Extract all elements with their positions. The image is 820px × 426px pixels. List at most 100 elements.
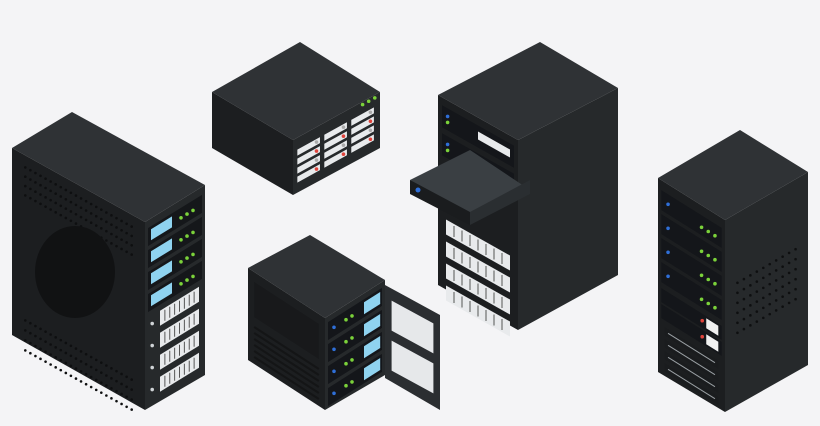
rack-server-with-open-tray [410,42,618,337]
vent-hole [100,371,103,374]
blade-slot [297,155,320,174]
vent-hole [79,370,83,373]
status-led-icon [185,234,189,238]
drive-label [706,334,719,352]
cabinet-server-open-door [248,235,440,410]
vent-hole [742,277,746,281]
vent-hole [64,351,68,355]
vent-hole [761,296,765,300]
vent-hole [120,402,123,406]
vent-hole [736,291,739,295]
status-led-icon [445,120,450,125]
vent-hole [44,186,47,190]
tray-led-icon [415,187,421,193]
vent-hole [130,225,133,228]
vent-hole [794,297,797,301]
vent-hole [29,351,32,355]
vent-hole [749,304,752,307]
status-led-icon [341,143,346,147]
vent-hole [94,388,98,392]
blade-chassis [212,42,380,195]
vent-hole [125,250,128,254]
vent-slat [253,350,320,394]
vent-hole [130,253,133,256]
vent-hole [781,255,784,258]
vent-hole [755,310,759,313]
vent-hole [39,202,42,206]
drive-screen [151,216,172,241]
status-led-icon [706,229,711,234]
vent-hole [781,285,784,288]
status-led-icon [191,252,195,257]
vent-hole [105,364,108,367]
server-unit [661,190,722,248]
vent-hole [130,408,133,411]
status-led-icon [314,167,319,171]
vent-hole [59,368,63,372]
vent-hole [89,385,93,389]
vent-hole [54,336,57,339]
vent-hole [110,223,113,226]
vent-hole [774,259,778,262]
vent-hole [39,347,42,351]
tower-server-with-fan [12,112,205,411]
vent-hole [120,372,123,376]
drive-label [478,131,510,158]
top-face [12,112,205,222]
vent-hole [39,193,42,196]
vent-hole [749,284,752,287]
vent-hole [115,369,118,373]
vent-hole [100,227,103,230]
vent-hole [84,199,88,203]
vent-hole [755,320,759,323]
vent-hole [115,399,118,403]
vent-hole [736,311,739,315]
vent-hole [130,243,133,247]
vent-hole [39,337,42,341]
vent-slat [253,338,320,382]
vent-hole [768,262,772,266]
status-led-icon [332,391,336,396]
vent-hole [105,374,108,377]
vent-hole [74,212,78,216]
vent-hole [120,392,123,396]
vent-hole [110,397,113,400]
vent-hole [749,274,752,277]
drive-screen [364,358,381,381]
vent-hole [105,239,108,242]
top-face [658,130,808,220]
vent-hole [74,222,78,225]
status-led-icon [713,305,717,310]
status-led-icon [150,321,154,326]
vent-hole [59,338,63,342]
top-face [438,42,618,140]
vent-hole [69,191,73,195]
vent-hole [761,266,765,270]
vent-hole [749,314,752,317]
vent-hole [110,214,113,217]
status-led-icon [666,274,670,279]
vent-hole [755,290,759,293]
vent-hole [130,398,133,401]
status-led-icon [332,369,336,374]
vent-hole [24,319,27,322]
vent-hole [774,309,778,312]
vent-hole [34,354,37,358]
vent-hole [125,395,128,399]
status-led-icon [368,119,373,124]
vent-hole [110,367,113,370]
vent-hole [130,388,133,391]
vent-hole [742,327,746,331]
top-face [248,235,385,318]
vent-hole [774,289,778,292]
vent-hole [79,360,83,363]
vent-hole [24,166,27,169]
vent-hole [774,269,778,272]
status-led-icon [699,297,704,302]
status-led-icon [713,233,717,238]
drive-screen [364,314,381,337]
panel-handle [667,368,716,400]
vent-hole [794,247,797,251]
vent-hole [54,201,57,205]
vent-hole [94,214,98,218]
